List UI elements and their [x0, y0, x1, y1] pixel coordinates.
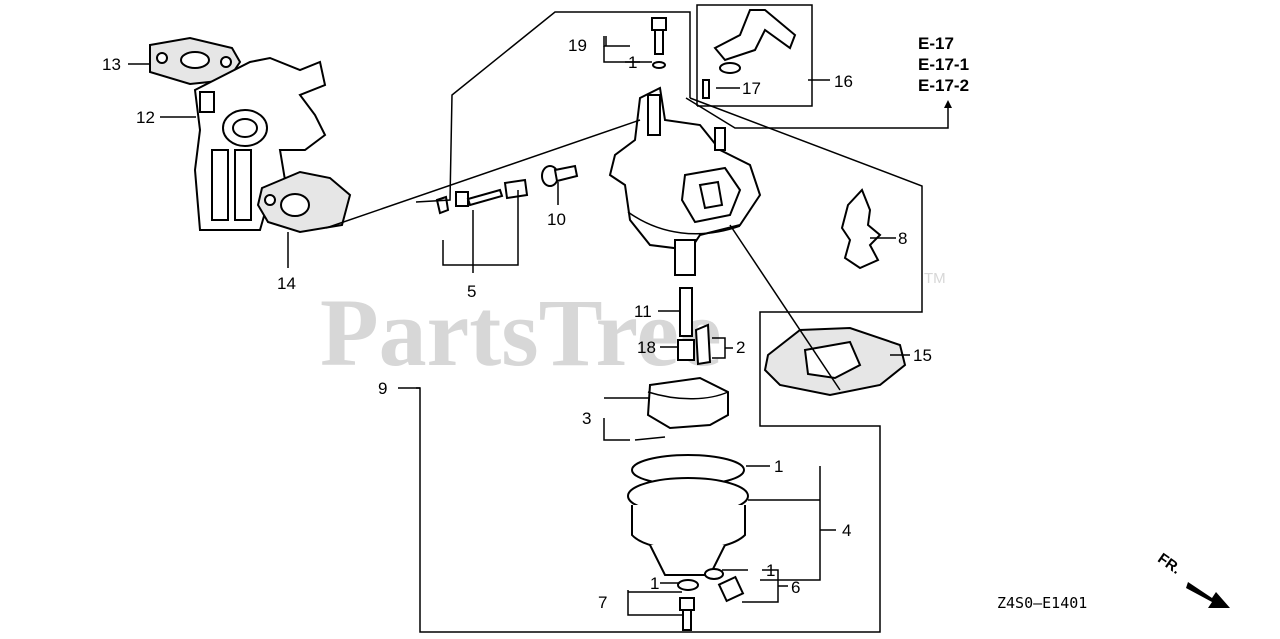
part-11-nozzle: [679, 287, 693, 337]
reference-code-e17-1[interactable]: E-17-1: [918, 55, 969, 74]
callout-19[interactable]: 19: [568, 36, 587, 55]
reference-arrow-icon: [944, 100, 952, 108]
callout-1-bowl[interactable]: 1: [774, 457, 783, 476]
direction-label: FR.: [1154, 550, 1184, 578]
callout-13[interactable]: 13: [102, 55, 121, 74]
figure-code: Z4S0—E1401: [997, 594, 1087, 612]
callout-8[interactable]: 8: [898, 229, 907, 248]
leader-lines: [128, 4, 949, 633]
part-6-bolt: [704, 568, 745, 603]
part-5-pilot-screw: [435, 178, 529, 215]
callout-7[interactable]: 7: [598, 593, 607, 612]
callout-4[interactable]: 4: [842, 521, 851, 540]
watermark-trademark: TM: [924, 270, 946, 287]
reference-code-e17[interactable]: E-17: [918, 34, 954, 53]
callout-10[interactable]: 10: [547, 210, 566, 229]
callout-2[interactable]: 2: [736, 338, 745, 357]
callout-9[interactable]: 9: [378, 379, 387, 398]
callout-11[interactable]: 11: [634, 302, 652, 321]
front-direction-indicator: FR.: [1154, 550, 1230, 608]
part-14-gasket: [256, 170, 352, 234]
part-7-drain-bolt: [677, 579, 699, 631]
part-15-gasket: [763, 326, 907, 397]
part-8-float-valve: [840, 188, 882, 270]
part-4-float-bowl: [627, 454, 749, 576]
callout-15[interactable]: 15: [913, 346, 932, 365]
callout-1-right[interactable]: 1: [766, 561, 775, 580]
part-2-float-needle: [694, 323, 712, 366]
part-18-main-jet: [677, 339, 695, 361]
front-arrow-icon: [1186, 582, 1230, 608]
watermark: PartsTree: [320, 279, 722, 386]
callout-6[interactable]: 6: [791, 578, 800, 597]
part-3-float: [634, 376, 729, 441]
part-19-screw: [651, 17, 667, 69]
callout-1-left[interactable]: 1: [650, 574, 659, 593]
part-16-choke-lever: [702, 9, 797, 99]
part-12-insulator: [193, 56, 327, 231]
callout-1-top[interactable]: 1: [628, 53, 637, 72]
callout-12[interactable]: 12: [136, 108, 155, 127]
callout-14[interactable]: 14: [277, 274, 296, 293]
callout-16[interactable]: 16: [834, 72, 853, 91]
carburetor-body: [608, 86, 762, 276]
callout-17[interactable]: 17: [742, 79, 761, 98]
callout-5[interactable]: 5: [467, 282, 476, 301]
reference-code-e17-2[interactable]: E-17-2: [918, 76, 969, 95]
part-10-screw: [541, 164, 579, 187]
callout-18[interactable]: 18: [637, 338, 656, 357]
callout-3[interactable]: 3: [582, 409, 591, 428]
